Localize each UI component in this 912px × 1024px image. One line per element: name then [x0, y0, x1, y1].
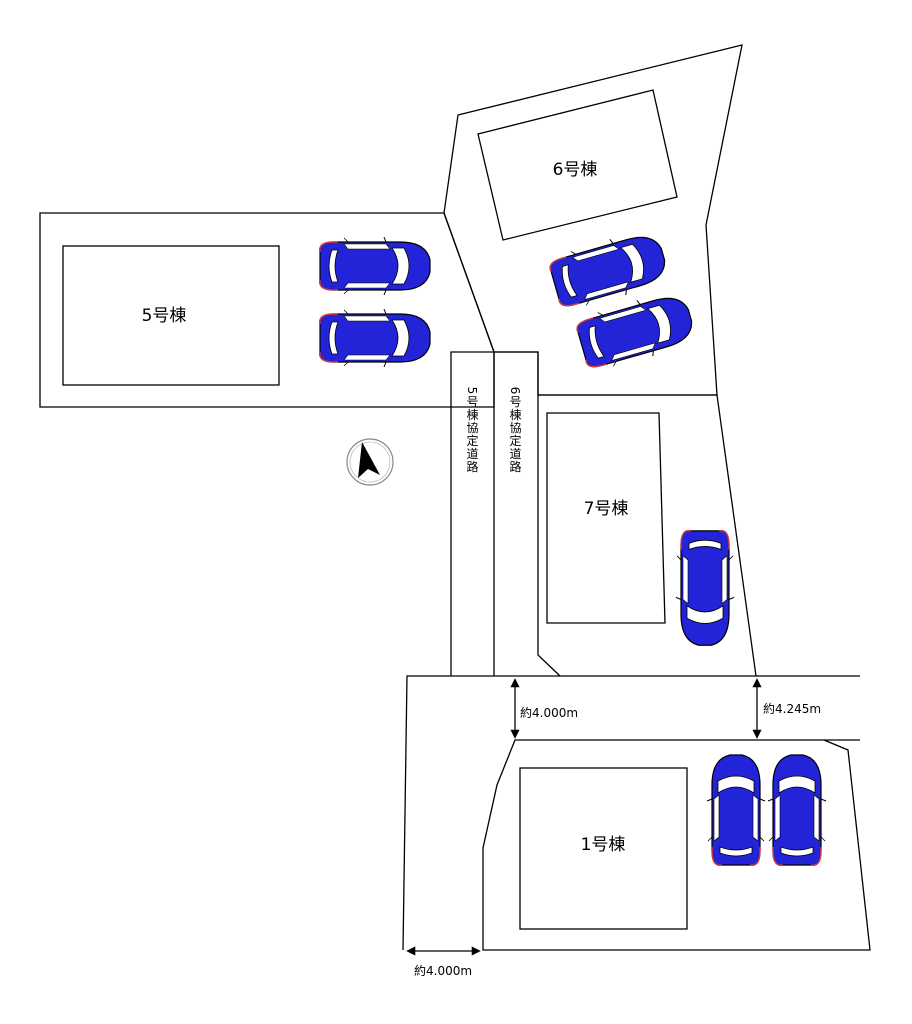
car-icon: [675, 529, 735, 646]
car-icon: [319, 236, 431, 296]
building-5-label: 5号棟: [142, 306, 187, 326]
car-icon: [767, 754, 827, 866]
road-5-label: 5号棟協定道路: [465, 387, 479, 474]
car-icon: [706, 754, 766, 866]
car-icon: [546, 225, 672, 314]
car-icon: [573, 286, 699, 375]
dimension-road-left: 約4.000m: [520, 705, 578, 720]
dimension-bottom: 約4.000m: [414, 963, 472, 978]
building-5: [62, 245, 280, 386]
road-6-label: 6号棟協定道路: [508, 387, 522, 474]
building-6: [477, 89, 678, 241]
dimension-road-right: 約4.245m: [763, 701, 821, 716]
building-7: [546, 412, 666, 624]
building-1: [519, 767, 688, 930]
car-icon: [319, 308, 431, 368]
building-1-label: 1号棟: [581, 835, 626, 855]
agreement-road-boundary: [450, 351, 561, 677]
north-arrow-icon: [346, 438, 394, 486]
road-edge-top: [402, 675, 860, 951]
building-6-label: 6号棟: [553, 160, 598, 180]
lot-1-boundary: [482, 739, 871, 951]
building-7-label: 7号棟: [584, 499, 629, 519]
lot-7-boundary: [538, 394, 757, 677]
